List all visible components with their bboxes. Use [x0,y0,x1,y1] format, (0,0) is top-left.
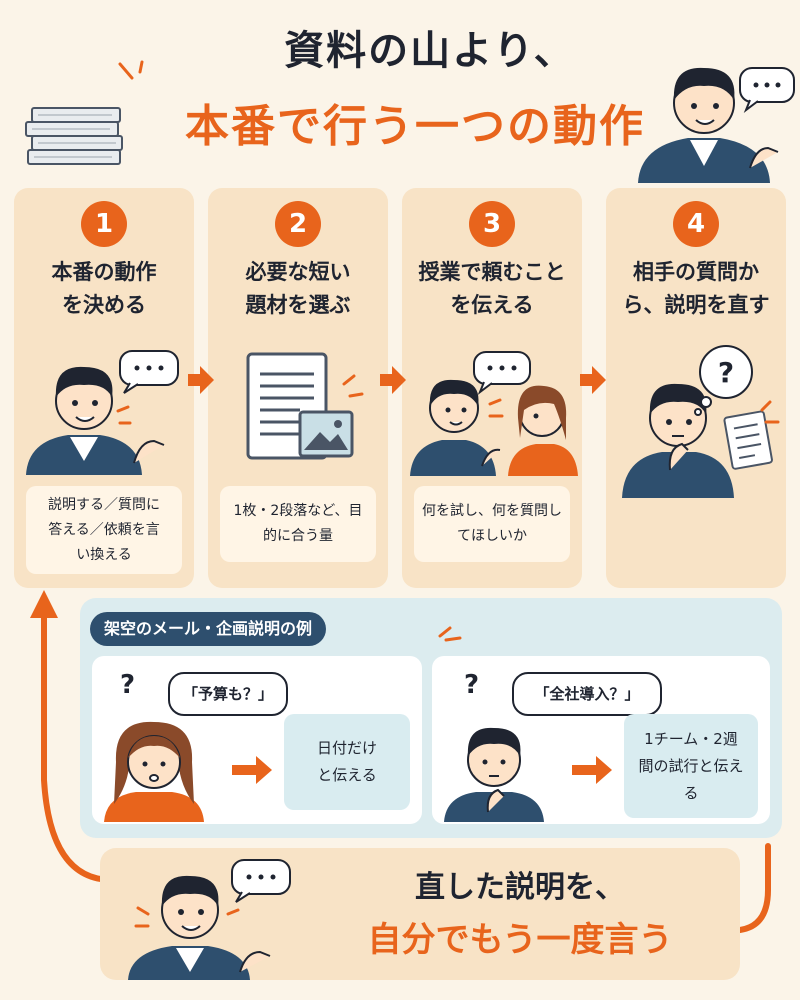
loop-connector-right [737,843,771,933]
example1-woman-illustration [104,721,204,822]
document-icon [246,352,364,460]
flow-arrow-2-3 [380,366,406,394]
sparkle-decoration [438,626,462,642]
page-title-line1: 資料の山より、 [284,28,576,74]
step-note-3: 何を試し、何を質問してほしいか [414,486,570,562]
example2-man-illustration [444,727,544,822]
flow-arrow-3-4 [580,366,606,394]
question-mark-icon: ? [120,670,136,700]
step1-speaker-illustration [26,350,179,475]
step-note-1: 説明する／質問に答える／依頼を言い換える [26,486,182,574]
step-title-3: 授業で頼むことを伝える [418,260,566,317]
example-arrow-1 [232,756,272,784]
step-title-4: 相手の質問から、説明を直す [622,260,770,317]
example-arrow-2 [572,756,612,784]
step3-conversation-illustration [410,351,578,476]
final-line2: 自分でもう一度言う [367,920,673,960]
svg-text:?: ? [718,356,734,389]
question-mark-icon: ? [464,670,480,700]
step-number-1: 1 [81,201,127,247]
final-line1: 直した説明を、 [415,870,625,905]
question-bubble-1: 「予算も？」 [168,672,288,716]
loop-back-arrow [30,590,115,883]
flow-arrow-1-2 [188,366,214,394]
page-title-line2: 本番で行う一つの動作 [185,101,645,152]
step4-thinking-illustration: ? [622,345,780,498]
step-title-2: 必要な短い題材を選ぶ [245,260,351,317]
sparkle-decoration [118,60,144,80]
question-bubble-2: 「全社導入？」 [512,672,662,716]
step-title-1: 本番の動作を決める [51,260,157,317]
step-number-4: 4 [673,201,719,247]
example-result-2: 1チーム・2週間の試行と伝える [624,714,758,818]
final-speaker-illustration [128,859,291,980]
step-number-2: 2 [275,201,321,247]
example-result-1: 日付だけと伝える [284,714,410,810]
paper-stack-icon [25,107,123,165]
example-label: 架空のメール・企画説明の例 [90,612,327,646]
step-number-3: 3 [469,201,515,247]
presenter-illustration [638,67,795,183]
step-note-2: 1枚・2段落など、目的に合う量 [220,486,376,562]
